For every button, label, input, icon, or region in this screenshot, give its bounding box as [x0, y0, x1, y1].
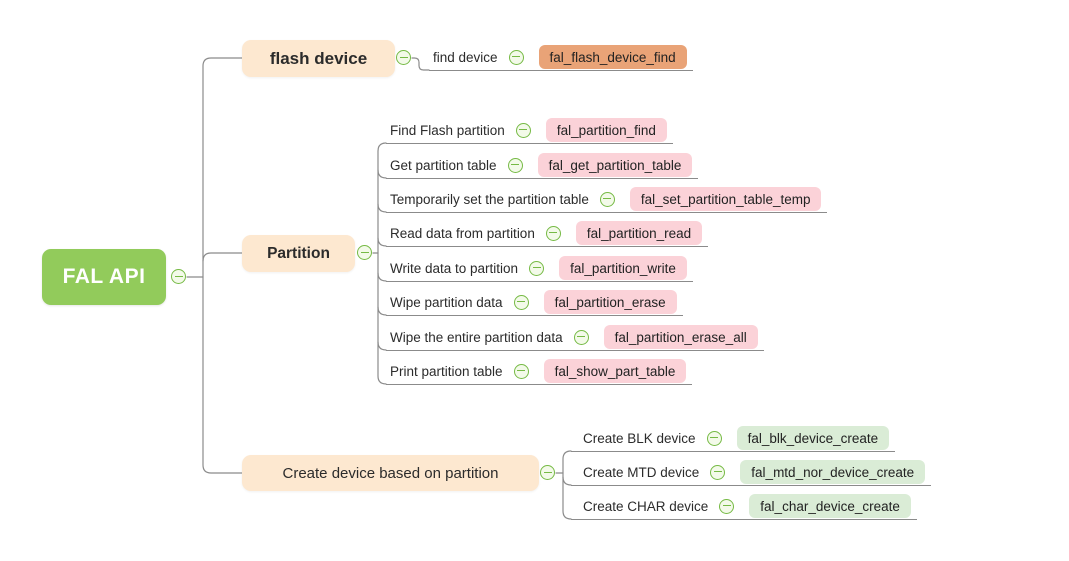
api-node[interactable]: fal_partition_find — [545, 118, 667, 142]
child-node-row[interactable]: Create MTD device fal_mtd_nor_device_cre… — [571, 459, 932, 486]
api-node[interactable]: fal_show_part_table — [543, 359, 687, 383]
api-node[interactable]: fal_mtd_nor_device_create — [740, 460, 926, 484]
child-label: Get partition table — [390, 157, 497, 173]
child-node-row[interactable]: Create CHAR device fal_char_device_creat… — [571, 493, 917, 520]
collapse-minus-icon[interactable] — [540, 465, 555, 480]
collapse-minus-icon[interactable] — [515, 122, 531, 138]
child-node-row[interactable]: Find Flash partition fal_partition_find — [386, 117, 673, 144]
child-node-row[interactable]: Wipe the entire partition data fal_parti… — [386, 324, 764, 351]
collapse-minus-icon[interactable] — [357, 245, 372, 260]
child-label: Create CHAR device — [583, 498, 709, 514]
child-node-row[interactable]: find device fal_flash_device_find — [429, 44, 693, 71]
collapse-minus-icon[interactable] — [706, 430, 722, 446]
child-label: Find Flash partition — [390, 122, 505, 138]
child-label: Create BLK device — [583, 430, 696, 446]
api-node[interactable]: fal_get_partition_table — [537, 153, 693, 177]
api-node[interactable]: fal_partition_read — [575, 221, 703, 245]
child-node-row[interactable]: Read data from partition fal_partition_r… — [386, 220, 709, 247]
collapse-minus-icon[interactable] — [545, 225, 561, 241]
child-node-row[interactable]: Get partition table fal_get_partition_ta… — [386, 152, 699, 179]
collapse-minus-icon[interactable] — [573, 329, 589, 345]
child-node-row[interactable]: Print partition table fal_show_part_tabl… — [386, 358, 693, 385]
child-node-row[interactable]: Wipe partition data fal_partition_erase — [386, 289, 683, 316]
api-node[interactable]: fal_partition_erase_all — [603, 325, 758, 349]
root-node-fal-api[interactable]: FAL API — [42, 249, 166, 305]
api-node[interactable]: fal_char_device_create — [749, 494, 911, 518]
api-node[interactable]: fal_partition_erase — [543, 290, 677, 314]
branch-node-create-device[interactable]: Create device based on partition — [242, 455, 539, 491]
collapse-minus-icon[interactable] — [513, 363, 529, 379]
collapse-minus-icon[interactable] — [508, 49, 524, 65]
api-node[interactable]: fal_flash_device_find — [538, 45, 687, 69]
api-node[interactable]: fal_set_partition_table_temp — [629, 187, 822, 211]
child-label: Print partition table — [390, 363, 503, 379]
child-node-row[interactable]: Create BLK device fal_blk_device_create — [571, 425, 896, 452]
api-node[interactable]: fal_partition_write — [559, 256, 687, 280]
child-label: Write data to partition — [390, 260, 519, 276]
child-label: Read data from partition — [390, 225, 535, 241]
collapse-minus-icon[interactable] — [710, 464, 726, 480]
branch-label: flash device — [269, 48, 368, 68]
child-label: Create MTD device — [583, 464, 700, 480]
api-node[interactable]: fal_blk_device_create — [736, 426, 890, 450]
collapse-minus-icon[interactable] — [529, 260, 545, 276]
child-label: find device — [433, 49, 498, 65]
collapse-minus-icon[interactable] — [513, 294, 529, 310]
child-label: Wipe the entire partition data — [390, 329, 563, 345]
branch-node-partition[interactable]: Partition — [242, 235, 355, 272]
collapse-minus-icon[interactable] — [719, 498, 735, 514]
collapse-minus-icon[interactable] — [396, 50, 411, 65]
child-node-row[interactable]: Temporarily set the partition table fal_… — [386, 186, 828, 213]
collapse-minus-icon[interactable] — [599, 191, 615, 207]
branch-node-flash-device[interactable]: flash device — [242, 40, 395, 77]
branch-label: Create device based on partition — [282, 464, 499, 482]
child-label: Wipe partition data — [390, 294, 503, 310]
collapse-minus-icon[interactable] — [507, 157, 523, 173]
child-node-row[interactable]: Write data to partition fal_partition_wr… — [386, 255, 693, 282]
root-label: FAL API — [62, 265, 146, 288]
child-label: Temporarily set the partition table — [390, 191, 589, 207]
collapse-minus-icon[interactable] — [171, 269, 186, 284]
branch-label: Partition — [267, 244, 330, 262]
